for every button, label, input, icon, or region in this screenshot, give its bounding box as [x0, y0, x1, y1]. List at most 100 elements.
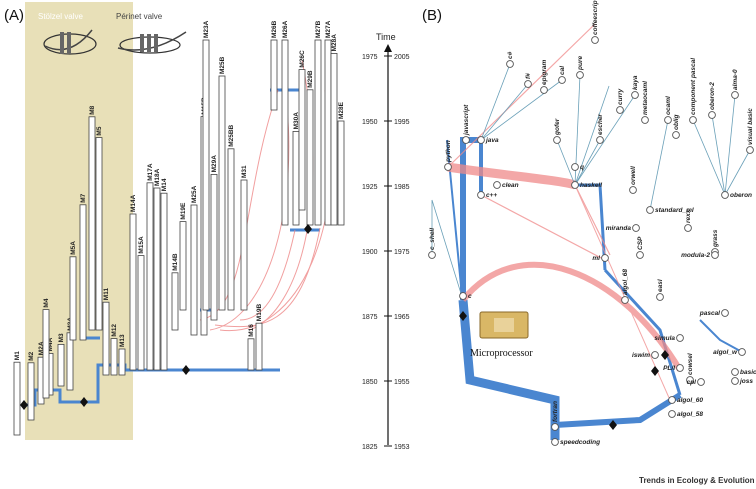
lang-node — [651, 351, 659, 359]
lang-node — [731, 377, 739, 385]
instrument-label-m4a: M4A — [47, 337, 54, 351]
lang-label: simula — [654, 335, 675, 342]
lang-node — [731, 91, 739, 99]
instrument-bar-m25b — [218, 75, 226, 311]
right-tick-label: 1975 — [394, 249, 410, 256]
lang-node — [540, 86, 548, 94]
lang-label: oberon-2 — [709, 82, 716, 110]
lang-node — [477, 136, 485, 144]
lang-label: epigram — [541, 59, 548, 85]
instrument-label-m26c: M26C — [299, 50, 306, 68]
lang-label: c# — [507, 51, 514, 59]
lang-node — [459, 292, 467, 300]
lang-node — [551, 438, 559, 446]
lang-node — [686, 376, 694, 384]
instrument-bar-m31 — [240, 179, 248, 311]
instrument-bar-m5a — [69, 256, 77, 341]
instrument-bar-m13 — [118, 348, 126, 376]
instrument-bar-m12 — [110, 338, 118, 376]
stolzel-trumpet-illustration — [43, 29, 97, 55]
instrument-bar-m26b — [270, 39, 278, 111]
lang-node — [711, 251, 719, 259]
lang-label: pascal — [699, 310, 720, 317]
panel-a-diamonds — [20, 224, 312, 410]
instrument-label-m26a: M26A — [282, 20, 289, 38]
instrument-label-m29b: M29B — [307, 70, 314, 88]
lang-label: ocaml — [665, 96, 672, 115]
instrument-bar-m18a — [153, 187, 161, 371]
lang-node — [553, 136, 561, 144]
microprocessor-chip — [479, 311, 529, 339]
lang-node — [493, 181, 501, 189]
lang-label: javascript — [463, 104, 470, 136]
lang-label: fortran — [552, 401, 559, 422]
instrument-bar-m28e — [337, 120, 345, 226]
lang-node — [571, 163, 579, 171]
instrument-bar-m29a — [210, 173, 218, 321]
right-tick-label: 1985 — [394, 184, 410, 191]
instrument-bar-m29b — [306, 89, 314, 226]
time-axis-title: Time — [376, 32, 396, 42]
lang-label: algol_68 — [622, 269, 629, 295]
instrument-bar-m15a — [137, 255, 145, 371]
instrument-bar-m27a — [324, 39, 332, 226]
instrument-bar-m5 — [95, 137, 103, 331]
instrument-label-m14a: M14A — [130, 194, 137, 212]
instrument-label-m19b: M19B — [256, 304, 263, 322]
lang-node — [656, 293, 664, 301]
lang-node — [738, 348, 746, 356]
instrument-bar-m3a — [66, 332, 74, 391]
lang-node — [616, 106, 624, 114]
lang-label: cpl — [687, 379, 697, 386]
instrument-bar-m7 — [79, 204, 87, 341]
instrument-bar-m30a — [292, 130, 300, 226]
instrument-label-m8: M8 — [89, 105, 96, 114]
lang-node — [591, 36, 599, 44]
lang-label: pure — [577, 56, 584, 71]
lang-node — [636, 251, 644, 259]
instrument-label-m29a: M29A — [211, 155, 218, 173]
right-tick-label: 2005 — [394, 54, 410, 61]
lang-label: ml — [592, 255, 600, 262]
lang-node — [477, 191, 485, 199]
time-axis: Time — [376, 32, 396, 445]
panel-b-diamonds — [459, 311, 669, 430]
lang-label: haskell — [580, 182, 602, 189]
lang-node — [668, 396, 676, 404]
left-tick-label: 1875 — [362, 314, 378, 321]
panel-b-lineage — [446, 137, 743, 440]
lang-label: algol_58 — [677, 411, 703, 418]
left-tick-label: 1975 — [362, 54, 378, 61]
instrument-label-m28e: M28E — [338, 101, 345, 119]
lang-label: c_shell — [429, 228, 436, 250]
instrument-label-m25b: M25B — [219, 56, 226, 74]
instrument-bar-group: M1M2M2AM4AM4M3M3AM5AM7M8M5M11M12M13M14AM… — [13, 20, 345, 436]
instrument-bar-m19e — [179, 221, 187, 311]
instrument-bar-m26c — [298, 69, 306, 211]
instrument-bar-m27b — [314, 39, 322, 226]
lang-node — [721, 309, 729, 317]
instrument-label-m26b: M26B — [271, 20, 278, 38]
instrument-bar-m8 — [88, 116, 96, 331]
instrument-bar-m23a — [202, 39, 210, 311]
instrument-bar-m11 — [102, 301, 110, 376]
lang-node — [676, 364, 684, 372]
instrument-bar-m25bb — [227, 148, 235, 311]
lang-label: PL/I — [663, 365, 675, 372]
instrument-label-m3: M3 — [58, 333, 65, 342]
instrument-bar-m14b — [171, 272, 179, 331]
lang-node — [689, 116, 697, 124]
instrument-bar-m14 — [160, 192, 168, 371]
lang-label: algol_w — [713, 349, 738, 356]
left-tick-label: 1950 — [362, 119, 378, 126]
lang-label: cal — [559, 66, 566, 75]
instrument-label-m25bb: M25BB — [228, 124, 235, 146]
instrument-bar-m26a — [281, 39, 289, 226]
instrument-label-m7: M7 — [80, 193, 87, 202]
lang-label: escher — [597, 114, 604, 135]
lang-label: c++ — [486, 192, 497, 199]
instrument-label-m4: M4 — [43, 298, 50, 307]
